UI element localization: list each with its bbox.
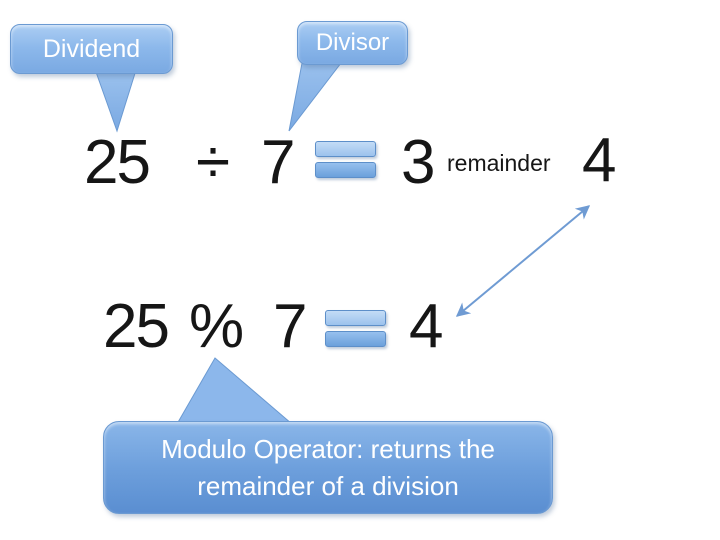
- modulo-callout-line2: remainder of a division: [197, 470, 459, 501]
- modulo-callout: Modulo Operator: returns the remainder o…: [103, 421, 553, 514]
- equals-bar-bottom: [325, 331, 386, 347]
- divisor-callout-label: Divisor: [315, 29, 390, 56]
- divisor-callout: Divisor: [297, 21, 408, 65]
- double-headed-arrow-icon: [455, 205, 591, 317]
- equals-bar-bottom: [315, 162, 376, 178]
- dividend-callout: Dividend: [10, 24, 173, 74]
- modulo-dividend-value: 25: [103, 292, 170, 361]
- modulo-callout-line1: Modulo Operator: returns the: [161, 433, 495, 464]
- division-dividend-value: 25: [84, 128, 151, 197]
- modulo-divisor-value: 7: [273, 292, 308, 361]
- dividend-callout-label: Dividend: [42, 34, 141, 63]
- remainder-label: remainder: [447, 150, 551, 176]
- divisor-callout-tail: [288, 57, 342, 132]
- dividend-callout-tail: [95, 69, 137, 133]
- modulo-result-value: 4: [409, 292, 444, 361]
- modulo-callout-tail: [176, 357, 294, 425]
- division-operator-symbol: ÷: [196, 128, 230, 197]
- equals-bar-top: [315, 141, 376, 157]
- equals-sign-icon: [315, 141, 376, 178]
- equals-sign-icon: [325, 310, 386, 347]
- division-remainder-value: 4: [582, 126, 617, 195]
- division-quotient-value: 3: [401, 128, 436, 197]
- division-divisor-value: 7: [261, 128, 296, 197]
- equals-bar-top: [325, 310, 386, 326]
- modulo-operator-symbol: %: [189, 292, 244, 361]
